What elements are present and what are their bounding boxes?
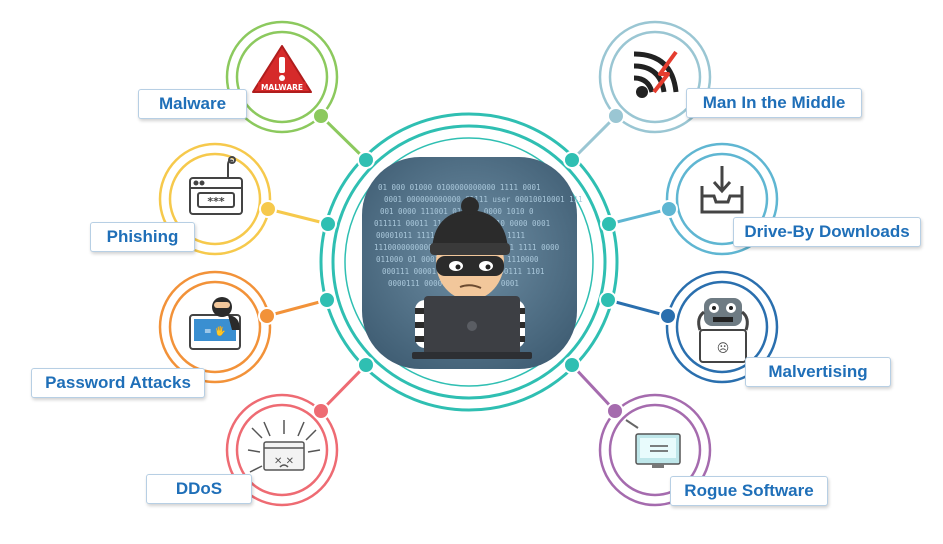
connector-malvertising — [607, 298, 669, 318]
connector-ddos — [319, 363, 368, 413]
connector-drive-by-downloads — [608, 207, 670, 226]
svg-text:01 000 01000 0100000000000 111: 01 000 01000 0100000000000 1111 0001 — [378, 183, 541, 192]
password-thief-icon: = 🖐 — [189, 297, 241, 350]
ring-rogue-software — [598, 393, 712, 507]
satellite-connector-dots — [258, 107, 678, 420]
ddos-attack-icon: ✕ ✕ — [247, 420, 321, 473]
hub-connector-dots — [318, 151, 618, 374]
label-ddos: DDoS — [146, 474, 252, 504]
rogue-software-icon — [625, 419, 681, 468]
connector-phishing — [267, 207, 329, 226]
svg-text:= 🖐: = 🖐 — [204, 325, 226, 337]
svg-text:001 0000 111001 011111 0000 10: 001 0000 111001 011111 0000 1010 0 — [380, 207, 534, 216]
ring-malware — [225, 20, 339, 134]
connector-malware — [319, 114, 368, 162]
malware-warning-icon: MALWARE — [252, 45, 312, 93]
download-tray-icon — [700, 166, 744, 214]
ring-password-attacks — [158, 270, 272, 384]
svg-text:***: *** — [207, 195, 225, 208]
wifi-intercept-icon — [633, 50, 679, 98]
ring-phishing — [158, 142, 272, 256]
connector-lines — [266, 114, 670, 413]
satellite-rings — [158, 20, 779, 507]
connector-password-attacks — [266, 298, 328, 318]
svg-text:✕ ✕: ✕ ✕ — [274, 456, 294, 467]
svg-text:MALWARE: MALWARE — [261, 83, 303, 92]
ring-man-in-the-middle — [598, 20, 712, 134]
svg-text:0001 000000000000 01111 user 0: 0001 000000000000 01111 user 00010010001… — [384, 195, 583, 204]
label-malvertising: Malvertising — [745, 357, 891, 387]
hacker-icon — [412, 197, 532, 359]
svg-text:☹: ☹ — [717, 341, 730, 355]
ring-malvertising — [665, 270, 779, 384]
label-malware: Malware — [138, 89, 247, 119]
label-rogue-software: Rogue Software — [670, 476, 828, 506]
ring-ddos — [225, 393, 339, 507]
label-phishing: Phishing — [90, 222, 195, 252]
connector-rogue-software — [570, 363, 617, 413]
phishing-hook-icon: *** — [189, 156, 243, 215]
label-password-attacks: Password Attacks — [31, 368, 205, 398]
malvertising-robot-icon: ☹ — [697, 298, 749, 363]
label-drive-by-downloads: Drive-By Downloads — [733, 217, 921, 247]
ring-drive-by-downloads — [665, 142, 779, 256]
label-man-in-the-middle: Man In the Middle — [686, 88, 862, 118]
connector-man-in-the-middle — [570, 114, 618, 162]
